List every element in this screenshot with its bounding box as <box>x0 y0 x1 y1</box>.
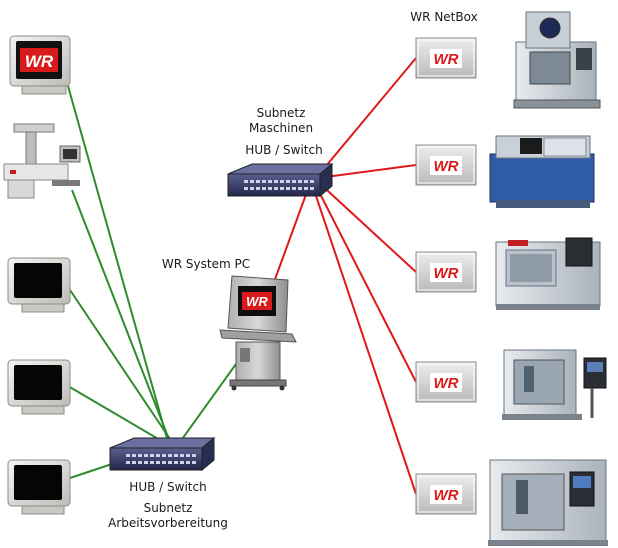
hub-top-label: HUB / Switch <box>245 143 323 157</box>
link-monitor-3 <box>69 289 173 443</box>
link-netbox-1 <box>315 57 417 179</box>
netbox-logo-text: WR <box>434 158 459 175</box>
link-netbox-4 <box>313 181 417 383</box>
monitor-icon <box>7 257 71 313</box>
link-netbox-2 <box>317 164 417 179</box>
system-pc-label: WR System PC <box>161 257 251 271</box>
kiosk-terminal-icon: WR <box>219 275 297 391</box>
kiosk-logo-text: WR <box>246 294 268 309</box>
netbox-title-label: WR NetBox <box>410 10 478 24</box>
cnc-machining-center-icon <box>502 349 607 420</box>
netbox-icon: WR <box>415 473 477 515</box>
cnc-lathe-icon <box>489 135 595 208</box>
subnet-machines-label-line2: Maschinen <box>248 121 314 135</box>
cnc-lathe-icon <box>495 237 601 310</box>
monitor-logo-text: WR <box>25 52 54 71</box>
link-monitor-1 <box>67 85 169 443</box>
link-netbox-3 <box>315 179 417 273</box>
cmm-machine-icon <box>3 123 81 199</box>
netbox-icon: WR <box>415 37 477 79</box>
netbox-logo-text: WR <box>434 51 459 68</box>
subnet-prep-label-line2: Arbeitsvorbereitung <box>108 516 228 530</box>
subnet-machines-label-line1: Subnetz <box>256 106 306 120</box>
link-monitor-4 <box>67 385 161 441</box>
link-cmm <box>71 189 171 443</box>
netbox-logo-text: WR <box>434 487 459 504</box>
netbox-logo-text: WR <box>434 375 459 392</box>
link-netbox-5 <box>311 183 417 495</box>
monitor-icon <box>7 459 71 515</box>
green-links <box>67 85 237 479</box>
netbox-icon: WR <box>415 144 477 186</box>
hub-bottom-label: HUB / Switch <box>129 480 207 494</box>
netbox-icon: WR <box>415 251 477 293</box>
monitor-wr-icon: WR <box>9 35 71 95</box>
monitor-icon <box>7 359 71 415</box>
subnet-prep-label-line1: Subnetz <box>143 501 193 515</box>
cnc-machining-center-icon <box>488 459 608 546</box>
netbox-icon: WR <box>415 361 477 403</box>
netbox-logo-text: WR <box>434 265 459 282</box>
link-systempc <box>179 363 237 443</box>
hub-bottom-icon <box>109 436 216 472</box>
cnc-machining-center-icon <box>513 11 601 109</box>
hub-top-icon <box>227 162 334 198</box>
